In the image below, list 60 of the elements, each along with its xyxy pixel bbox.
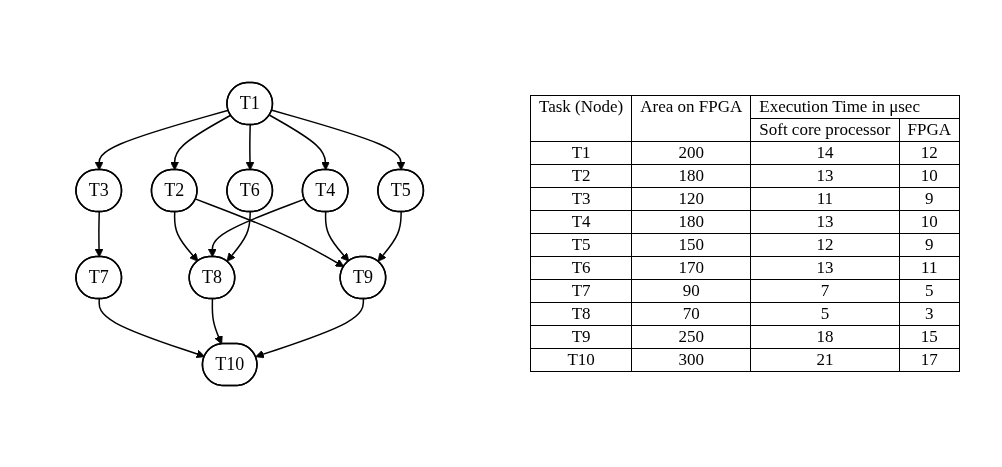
table-header: Execution Time in μsec <box>750 95 960 119</box>
table-value: 10 <box>899 210 960 234</box>
arrow <box>98 297 206 358</box>
arrow <box>271 109 406 170</box>
table-value: 5 <box>750 302 899 326</box>
table-value: T9 <box>530 325 632 349</box>
table-value: T3 <box>530 187 632 211</box>
table-value: T2 <box>530 164 632 188</box>
table-header: FPGA <box>899 118 960 142</box>
table-value: 21 <box>750 348 899 372</box>
table-value: T6 <box>530 256 632 280</box>
table-value: 15 <box>899 325 960 349</box>
table-value: 7 <box>750 279 899 303</box>
arrow <box>94 109 230 170</box>
arrow <box>255 297 365 358</box>
table-value: 11 <box>899 256 960 280</box>
arrow <box>269 114 331 170</box>
table-value: 120 <box>631 187 751 211</box>
table-value: 150 <box>631 233 751 257</box>
table-value: T7 <box>530 279 632 303</box>
table-value: 180 <box>631 164 751 188</box>
table-header: Soft core processor <box>750 118 899 142</box>
table-header: Task (Node) <box>530 95 632 142</box>
table-value: 12 <box>899 141 960 165</box>
table-value: 18 <box>750 325 899 349</box>
arrow <box>245 123 255 170</box>
table-value: T10 <box>530 348 632 372</box>
table-value: 170 <box>631 256 751 280</box>
table-value: 9 <box>899 233 960 257</box>
arrow <box>174 210 199 262</box>
table-value: T8 <box>530 302 632 326</box>
table-value: 10 <box>899 164 960 188</box>
table-value: T4 <box>530 210 632 234</box>
table-value: 14 <box>750 141 899 165</box>
table-value: 3 <box>899 302 960 326</box>
table-value: T5 <box>530 233 632 257</box>
table-value: 12 <box>750 233 899 257</box>
arrow <box>211 297 223 345</box>
table-value: 70 <box>631 302 751 326</box>
table-value: 90 <box>631 279 751 303</box>
arrow <box>94 210 104 257</box>
arrow <box>226 210 252 262</box>
table-value: 9 <box>899 187 960 211</box>
table-value: 300 <box>631 348 751 372</box>
table-value: 13 <box>750 256 899 280</box>
arrow <box>170 114 232 170</box>
table-value: 250 <box>631 325 751 349</box>
table-value: 200 <box>631 141 751 165</box>
table-value: 5 <box>899 279 960 303</box>
table-value: T1 <box>530 141 632 165</box>
table-value: 13 <box>750 164 899 188</box>
table-value: 17 <box>899 348 960 372</box>
arrow <box>377 210 403 262</box>
arrow <box>208 197 306 257</box>
table-value: 11 <box>750 187 899 211</box>
table-header: Area on FPGA <box>631 95 751 142</box>
arrow <box>325 210 350 262</box>
arrow <box>195 197 345 267</box>
table-value: 180 <box>631 210 751 234</box>
table-value: 13 <box>750 210 899 234</box>
